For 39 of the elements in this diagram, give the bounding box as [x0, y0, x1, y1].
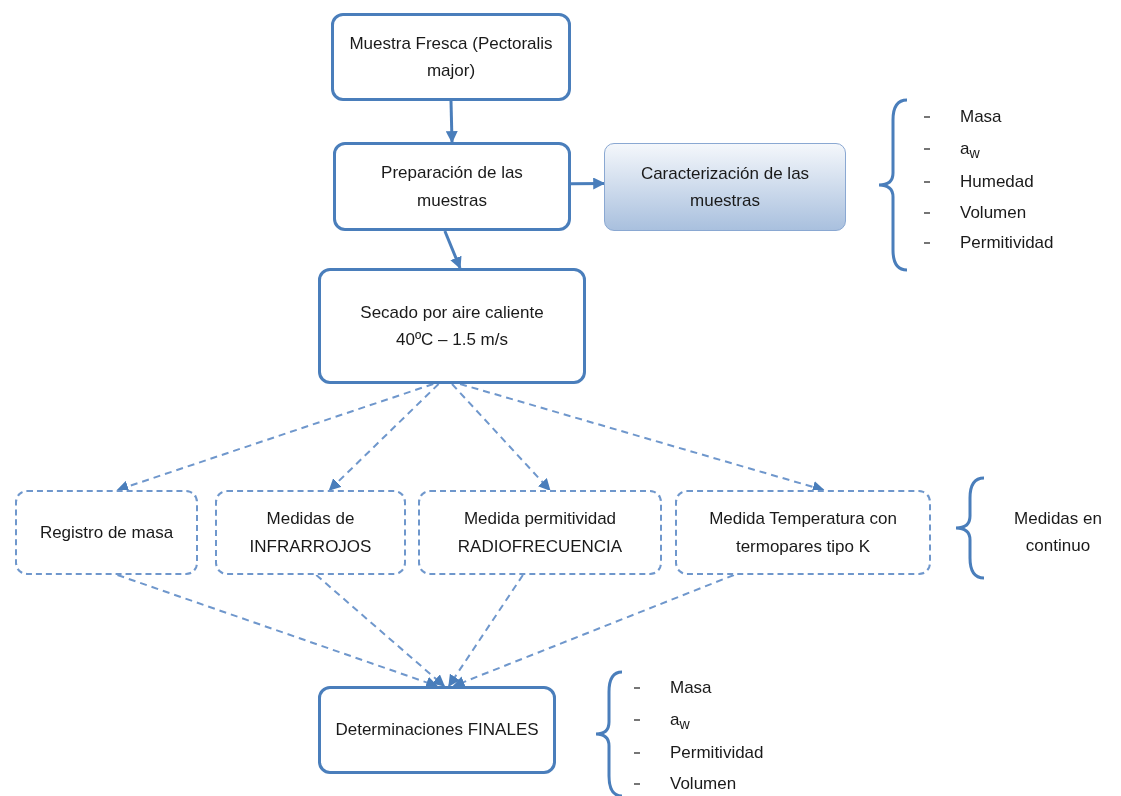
measurement-box [215, 490, 406, 575]
box-text: Muestra Fresca (Pectoralis major) [348, 32, 554, 82]
list-item: Permitividad [670, 742, 764, 764]
list-item: Volumen [670, 773, 737, 795]
box-text: Medida Temperatura con termopares tipo K [708, 508, 898, 558]
process-box [331, 13, 571, 101]
arrow [451, 383, 551, 491]
arrow [447, 574, 524, 687]
note-text: Medidas en continuo [1013, 508, 1103, 558]
list-item: a$_{w}$ [670, 709, 690, 734]
box-text: Registro de masa [39, 521, 174, 544]
measurement-box [675, 490, 931, 575]
arrow [116, 383, 435, 493]
process-box [318, 686, 556, 774]
process-box [318, 268, 586, 384]
arrow [571, 177, 606, 190]
list-item: a$_{w}$ [960, 138, 980, 163]
arrow [328, 383, 440, 491]
list-item: Volumen [960, 202, 1027, 224]
arrow [315, 574, 446, 687]
box-text: Medidas de INFRARROJOS [248, 508, 373, 558]
box-text: Preparación de las muestras [380, 162, 524, 212]
box-text: Determinaciones FINALES [335, 719, 539, 742]
list-item: Masa [960, 106, 1002, 128]
box-text: Secado por aire caliente [360, 301, 544, 324]
measurement-box [15, 490, 198, 575]
arrow [443, 230, 462, 270]
box-text: Medida permitividad RADIOFRECUENCIA [456, 508, 624, 558]
process-box [604, 143, 846, 231]
list-item: Masa [670, 677, 712, 699]
arrow [445, 100, 458, 144]
measurement-box [418, 490, 662, 575]
list-item: Permitividad [960, 232, 1054, 254]
list-item: Humedad [960, 171, 1034, 193]
process-box [333, 142, 571, 231]
box-text: 40ºC – 1.5 m/s [395, 329, 508, 351]
arrow [452, 574, 735, 688]
box-text: Caracterización de las muestras [639, 162, 811, 212]
arrow [459, 383, 825, 493]
